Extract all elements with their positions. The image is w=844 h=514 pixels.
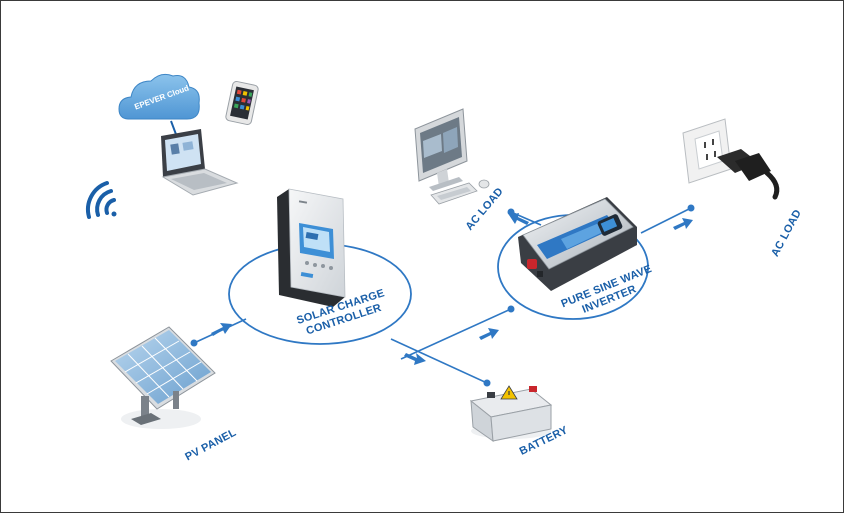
laptop-icon [161, 120, 239, 196]
line-controller-inverter [400, 308, 512, 360]
arrow-icon [509, 213, 529, 225]
line-controller-battery [390, 338, 488, 384]
arrow-icon [404, 353, 426, 365]
mouse-icon [478, 179, 490, 189]
monitor-icon [414, 108, 468, 191]
plug-icon [717, 149, 780, 200]
inverter-icon [518, 197, 637, 291]
arrow-icon [479, 328, 499, 340]
solar-panel-icon [110, 326, 216, 429]
keyboard-icon [430, 182, 478, 205]
cloud-icon [118, 73, 200, 120]
arrow-icon [211, 323, 232, 336]
arrows [211, 213, 693, 365]
charge-controller-icon [277, 188, 346, 307]
wifi-icon [85, 181, 117, 219]
battery-icon [469, 385, 553, 443]
line-inverter-plug [640, 207, 692, 234]
wall-outlet-icon [682, 118, 732, 184]
tablet-icon [225, 80, 259, 126]
arrow-icon [673, 218, 693, 230]
connector-dots [190, 204, 695, 387]
